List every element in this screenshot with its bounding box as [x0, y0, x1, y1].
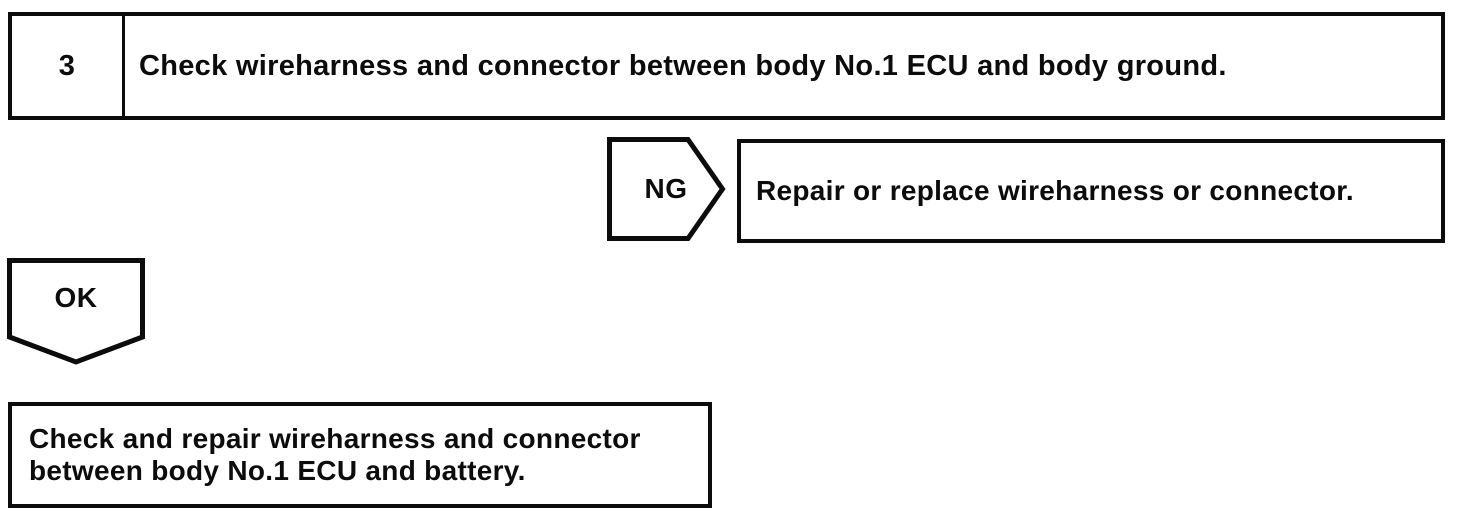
- ok-arrow-down-icon: [7, 258, 145, 365]
- ok-action-box: Check and repair wireharness and connect…: [8, 402, 712, 508]
- ok-action-text-line1: Check and repair wireharness and connect…: [29, 423, 641, 454]
- ng-arrow-right-icon: [607, 137, 726, 241]
- ok-action-text-line2: between body No.1 ECU and battery.: [29, 455, 526, 486]
- ok-branch-pointer: OK: [7, 258, 145, 365]
- ok-label: OK: [54, 282, 98, 313]
- step-box: 3 Check wireharness and connector betwee…: [8, 12, 1445, 120]
- ng-action-text: Repair or replace wireharness or connect…: [756, 175, 1355, 206]
- ng-label: NG: [644, 173, 688, 204]
- ng-branch-pointer: NG: [607, 137, 726, 241]
- step-number: 3: [12, 16, 125, 116]
- ng-action-box: Repair or replace wireharness or connect…: [737, 139, 1445, 243]
- step-instruction: Check wireharness and connector between …: [139, 49, 1227, 82]
